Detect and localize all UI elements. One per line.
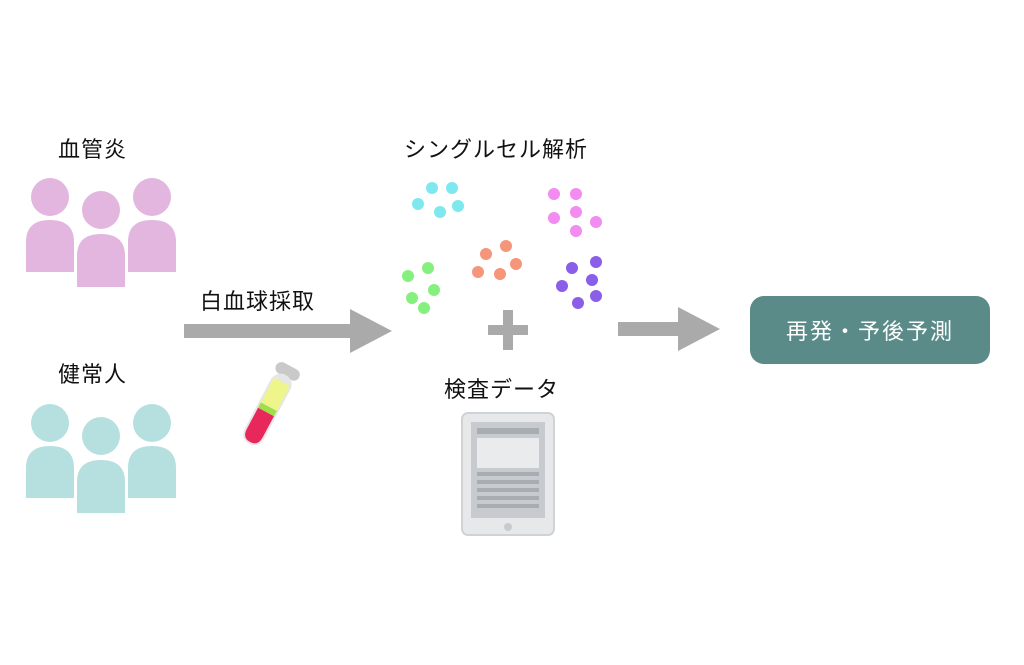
recurrence-prognosis-box: 再発・予後予測 [750, 296, 990, 364]
single-cell-label: シングルセル解析 [404, 138, 589, 163]
plus-icon [488, 310, 528, 350]
healthy-people-icon [22, 398, 182, 518]
arrow-outcome-icon [618, 307, 722, 351]
vasculitis-patients-icon [22, 172, 182, 292]
lab-data-label: 検査データ [444, 378, 560, 403]
collection-label: 白血球採取 [200, 290, 316, 315]
tablet-document-icon [461, 412, 555, 536]
arrow-collection-icon [184, 309, 394, 353]
recurrence-prognosis-label: 再発・予後予測 [785, 320, 954, 345]
cell-clusters-icon [388, 176, 618, 316]
healthy-label: 健常人 [58, 363, 128, 388]
test-tube-icon [222, 358, 312, 458]
vasculitis-label: 血管炎 [58, 138, 128, 163]
